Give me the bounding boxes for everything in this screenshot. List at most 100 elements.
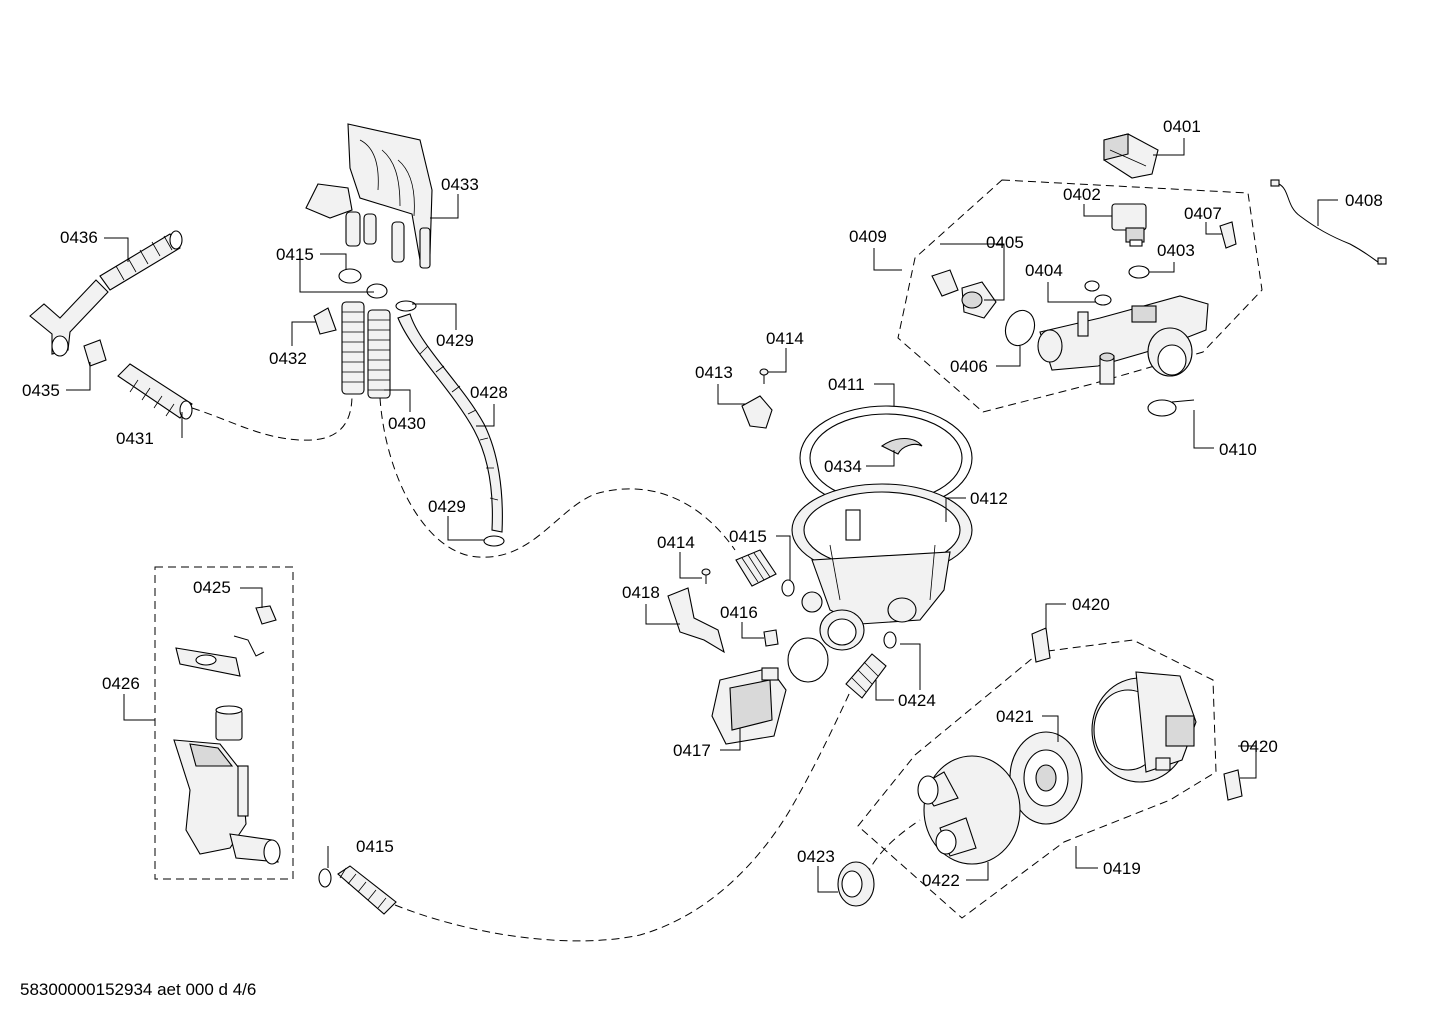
callout-0417: 0417	[673, 741, 711, 760]
callout-0429-upper: 0429	[436, 331, 474, 350]
leader-0415a	[299, 254, 374, 293]
leader-0430	[384, 389, 411, 412]
part-0432-clip	[313, 307, 337, 335]
callout-0409: 0409	[849, 227, 887, 246]
leader-0403	[1149, 262, 1175, 273]
part-0415-o-ring-upper-b	[366, 283, 388, 299]
leader-0423	[817, 866, 838, 893]
leader-0428	[476, 404, 495, 427]
callout-0434: 0434	[824, 457, 862, 476]
leader-0436	[104, 237, 129, 262]
part-0434-filter-insert	[880, 437, 923, 455]
part-0416-clip	[763, 629, 779, 647]
callout-0415-upper: 0415	[276, 245, 314, 264]
part-0405-valve	[931, 269, 997, 319]
leader-0435	[66, 362, 91, 391]
leader-0416	[741, 622, 764, 639]
callout-0406: 0406	[950, 357, 988, 376]
callout-0421: 0421	[996, 707, 1034, 726]
part-0412-sump-housing	[791, 483, 973, 651]
part-0422-pump-casing	[917, 755, 1021, 865]
leader-0401	[1153, 138, 1185, 156]
hose-path-0415-lower	[394, 691, 851, 942]
part-0404-o-ring-1	[1084, 280, 1100, 292]
leader-0412	[945, 497, 966, 522]
part-0407-clip	[1219, 221, 1237, 249]
leader-0424b	[900, 643, 921, 690]
leader-0407	[1205, 222, 1222, 235]
callout-0426: 0426	[102, 674, 140, 693]
part-0408-cable	[1270, 179, 1387, 265]
leader-0419	[1075, 846, 1098, 869]
part-0417-drain-valve	[711, 667, 787, 745]
part-0410-hose-clamp	[1147, 399, 1195, 417]
callout-0405: 0405	[986, 233, 1024, 252]
callout-0414-upper: 0414	[766, 329, 804, 348]
leader-0404	[1047, 282, 1096, 303]
hose-path-0431	[191, 394, 353, 441]
part-0403-o-ring	[1128, 265, 1150, 279]
leader-0402	[1083, 204, 1112, 217]
group-0409-outline	[897, 179, 1263, 413]
callout-0401: 0401	[1163, 117, 1201, 136]
part-0428-hose	[397, 313, 503, 533]
part-0425-small-clip	[255, 605, 277, 625]
part-0420-clip-a	[1031, 627, 1051, 663]
leader-0432	[291, 321, 316, 346]
callout-0433: 0433	[441, 175, 479, 194]
part-0404-o-ring-2	[1094, 294, 1112, 306]
callout-0403: 0403	[1157, 241, 1195, 260]
part-0406-seal-ring	[1004, 309, 1036, 347]
callout-0430: 0430	[388, 414, 426, 433]
leader-0420a	[1045, 603, 1066, 630]
callout-0422: 0422	[922, 871, 960, 890]
callout-0404: 0404	[1025, 261, 1063, 280]
part-0415-hose-piece-lower	[318, 865, 397, 915]
leader-lines	[66, 138, 1338, 893]
leader-0415b	[776, 535, 791, 580]
hose-path-0430	[379, 397, 736, 558]
leader-0424	[875, 680, 894, 701]
callout-labels: 0401 0402 0403 0404 0405 0406 0407 0408 …	[22, 117, 1383, 890]
leader-0433	[430, 194, 459, 219]
part-0419-circulation-pump	[1091, 671, 1197, 783]
leader-0413	[717, 384, 746, 405]
part-0415-o-ring-upper-a	[338, 268, 362, 284]
leader-0415a2	[320, 253, 347, 270]
callout-0429-lower: 0429	[428, 497, 466, 516]
callout-0413: 0413	[695, 363, 733, 382]
hose-path-0423	[861, 819, 921, 889]
part-0423-grommet	[837, 861, 875, 907]
callout-0435: 0435	[22, 381, 60, 400]
part-0418-bracket	[667, 587, 725, 654]
group-0426-outline	[154, 566, 294, 880]
part-0433-water-reservoir	[305, 123, 433, 269]
leader-0422	[966, 862, 989, 881]
part-0431-hose-piece	[117, 363, 193, 420]
group-0419-outline	[857, 639, 1217, 919]
part-0402-sensor	[1111, 203, 1147, 247]
callout-0414-lower: 0414	[657, 533, 695, 552]
leader-0425	[240, 587, 263, 608]
leader-0420b	[1238, 745, 1257, 779]
leader-0409	[873, 248, 902, 271]
callout-0411: 0411	[828, 375, 865, 394]
leader-0434	[866, 450, 895, 467]
part-0413-bracket	[741, 395, 773, 429]
callout-0418: 0418	[622, 583, 660, 602]
leader-0429b	[447, 516, 484, 541]
callout-0420-lower: 0420	[1240, 737, 1278, 756]
leader-0411	[874, 383, 895, 406]
part-0426-drain-assembly	[173, 635, 281, 865]
callout-0416: 0416	[720, 603, 758, 622]
part-0415-hose-piece-mid	[735, 549, 795, 597]
part-0401-cover	[1103, 133, 1159, 179]
part-0429-clamp-lower	[483, 535, 505, 547]
part-0435-clip	[83, 339, 107, 367]
callout-0415-lower: 0415	[356, 837, 394, 856]
callout-0425: 0425	[193, 578, 231, 597]
leader-0406	[996, 346, 1021, 367]
leader-0414b	[679, 552, 702, 579]
callout-0432: 0432	[269, 349, 307, 368]
leader-0405	[940, 243, 1005, 301]
